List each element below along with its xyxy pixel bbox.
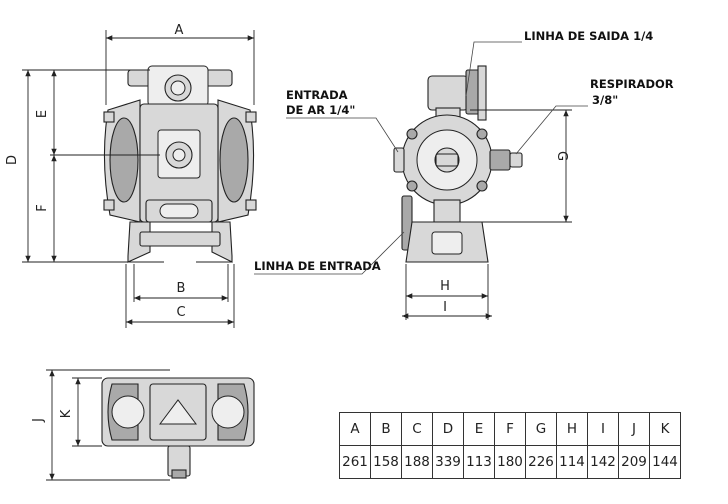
dim-letter-d: D bbox=[5, 155, 20, 165]
dimension-table-value-row: 261 158 188 339 113 180 226 114 142 209 … bbox=[339, 445, 681, 479]
table-cell: 114 bbox=[556, 445, 588, 479]
label-respirador-size: 3/8" bbox=[592, 93, 618, 107]
callouts: LINHA DE SAIDA 1/4 RESPIRADOR 3/8" ENTRA… bbox=[254, 29, 674, 275]
table-header: D bbox=[432, 412, 464, 446]
dim-letter-f: F bbox=[35, 204, 50, 211]
dim-letter-h: H bbox=[440, 279, 450, 294]
dim-letter-b: B bbox=[177, 281, 186, 296]
dim-letter-e: E bbox=[35, 110, 50, 118]
top-view-dimensions: J K bbox=[31, 369, 170, 481]
dim-letter-j: J bbox=[31, 418, 46, 423]
table-cell: 142 bbox=[587, 445, 619, 479]
front-view bbox=[103, 65, 257, 263]
table-header: B bbox=[370, 412, 402, 446]
table-cell: 226 bbox=[525, 445, 557, 479]
label-linha-saida: LINHA DE SAIDA 1/4 bbox=[524, 29, 653, 43]
table-header: G bbox=[525, 412, 557, 446]
side-view-dimensions: G H I bbox=[402, 109, 572, 320]
top-view bbox=[101, 377, 255, 479]
label-linha-entrada: LINHA DE ENTRADA bbox=[254, 259, 381, 273]
table-header: I bbox=[587, 412, 619, 446]
table-header: A bbox=[339, 412, 371, 446]
side-view bbox=[393, 65, 523, 263]
front-view-dimensions: A D E F B C bbox=[5, 23, 255, 328]
dimension-table: A B C D E F G H I J K 261 158 188 339 11… bbox=[339, 412, 681, 479]
label-entrada-ar-size: DE AR 1/4" bbox=[286, 103, 355, 117]
table-cell: 261 bbox=[339, 445, 371, 479]
table-cell: 339 bbox=[432, 445, 464, 479]
dim-letter-g: G bbox=[554, 151, 569, 161]
dimension-table-header-row: A B C D E F G H I J K bbox=[339, 412, 681, 446]
dim-letter-c: C bbox=[176, 305, 185, 320]
dim-letter-k: K bbox=[59, 409, 74, 418]
table-cell: 144 bbox=[649, 445, 681, 479]
dim-letter-a: A bbox=[175, 23, 184, 38]
table-cell: 209 bbox=[618, 445, 650, 479]
table-header: C bbox=[401, 412, 433, 446]
dim-letter-i: I bbox=[443, 300, 447, 315]
table-header: F bbox=[494, 412, 526, 446]
table-cell: 113 bbox=[463, 445, 495, 479]
table-header: E bbox=[463, 412, 495, 446]
label-respirador: RESPIRADOR bbox=[590, 77, 674, 91]
table-header: H bbox=[556, 412, 588, 446]
table-cell: 158 bbox=[370, 445, 402, 479]
table-cell: 188 bbox=[401, 445, 433, 479]
table-cell: 180 bbox=[494, 445, 526, 479]
table-header: J bbox=[618, 412, 650, 446]
label-entrada-ar: ENTRADA bbox=[286, 88, 348, 102]
table-header: K bbox=[649, 412, 681, 446]
